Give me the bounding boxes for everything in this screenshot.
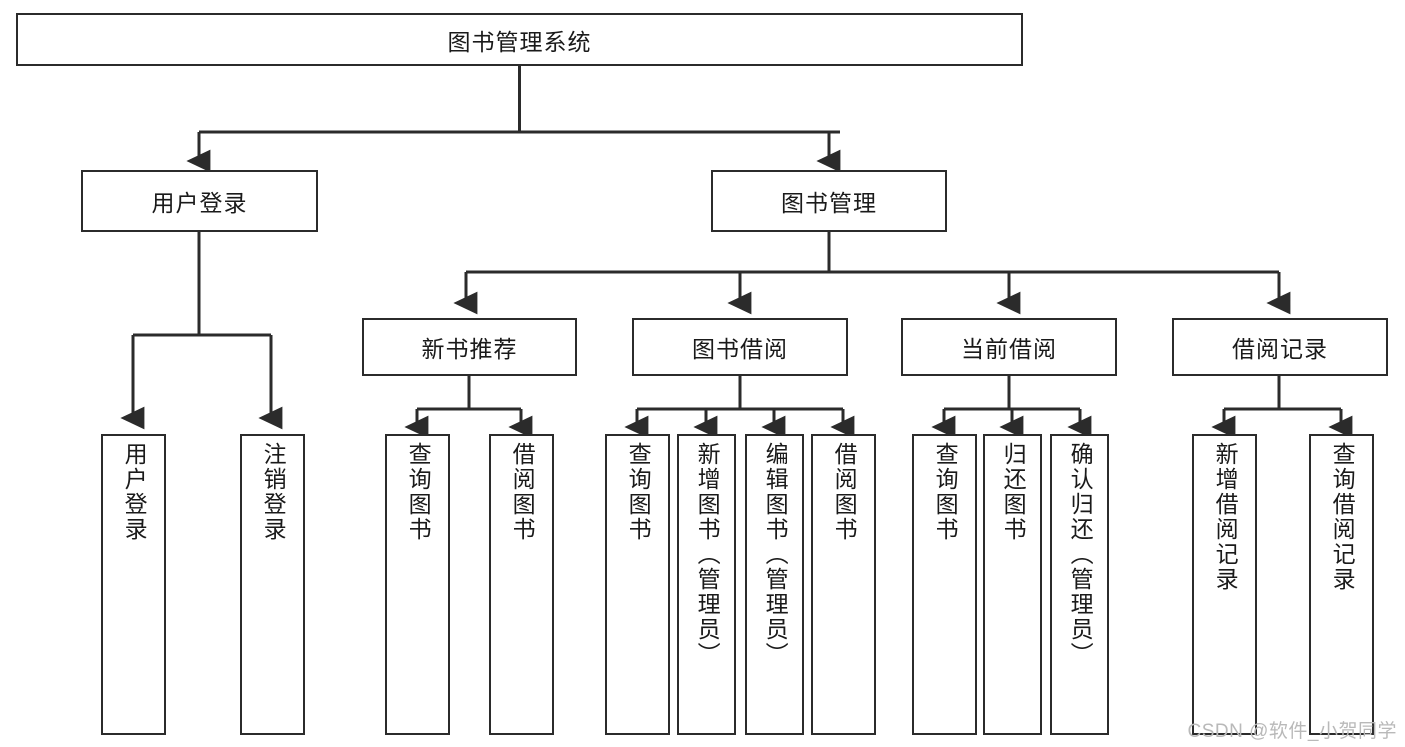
node-new-book-recommend[interactable]: 新书推荐	[362, 318, 577, 376]
node-label: 图书管理系统	[447, 28, 592, 55]
leaf-user-login-signin[interactable]: 用户登录	[101, 434, 166, 735]
node-label: 查询图书	[932, 442, 959, 542]
node-label: 借阅图书	[831, 442, 858, 542]
node-label: 借阅图书	[509, 442, 536, 542]
leaf-new-book-borrow[interactable]: 借阅图书	[489, 434, 554, 735]
node-book-management[interactable]: 图书管理	[711, 170, 947, 232]
node-label: 查询图书	[405, 442, 432, 542]
leaf-record-query[interactable]: 查询借阅记录	[1309, 434, 1374, 735]
leaf-current-confirm-return-admin[interactable]: 确认归还（管理员）	[1050, 434, 1109, 735]
watermark-credit: CSDN @软件_小贺同学	[1187, 721, 1397, 742]
node-current-borrow[interactable]: 当前借阅	[901, 318, 1117, 376]
node-label: 用户登录	[121, 442, 148, 542]
node-label: 图书借阅	[692, 336, 788, 362]
node-label: 查询图书	[625, 442, 652, 542]
node-label: 查询借阅记录	[1329, 442, 1356, 592]
node-label: 用户登录	[151, 190, 248, 216]
node-book-borrow[interactable]: 图书借阅	[632, 318, 848, 376]
leaf-borrow-query-book[interactable]: 查询图书	[605, 434, 670, 735]
node-borrow-record[interactable]: 借阅记录	[1172, 318, 1388, 376]
node-label: 图书管理	[781, 190, 877, 216]
leaf-new-book-query[interactable]: 查询图书	[385, 434, 450, 735]
leaf-record-add[interactable]: 新增借阅记录	[1192, 434, 1257, 735]
node-label: 注销登录	[260, 442, 287, 542]
node-root-system[interactable]: 图书管理系统	[16, 13, 1023, 66]
node-label: 新书推荐	[421, 336, 518, 362]
node-label: 确认归还（管理员）	[1067, 442, 1094, 667]
node-label: 当前借阅	[961, 336, 1057, 362]
node-label: 新增图书（管理员）	[694, 442, 721, 667]
leaf-borrow-edit-book-admin[interactable]: 编辑图书（管理员）	[745, 434, 804, 735]
node-label: 编辑图书（管理员）	[762, 442, 789, 667]
leaf-borrow-borrow-book[interactable]: 借阅图书	[811, 434, 876, 735]
leaf-current-return-book[interactable]: 归还图书	[983, 434, 1042, 735]
node-label: 借阅记录	[1232, 336, 1328, 362]
node-user-login[interactable]: 用户登录	[81, 170, 318, 232]
leaf-user-login-signout[interactable]: 注销登录	[240, 434, 305, 735]
leaf-borrow-add-book-admin[interactable]: 新增图书（管理员）	[677, 434, 736, 735]
node-label: 归还图书	[1000, 442, 1027, 542]
node-label: 新增借阅记录	[1212, 442, 1239, 592]
leaf-current-query-book[interactable]: 查询图书	[912, 434, 977, 735]
